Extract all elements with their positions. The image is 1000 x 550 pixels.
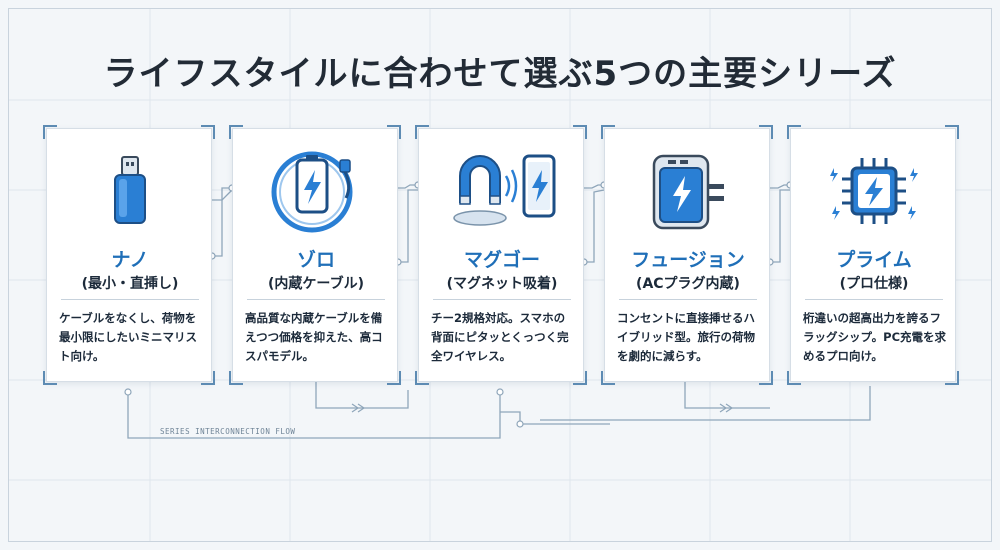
series-description: ケーブルをなくし、荷物を最小限にしたいミニマリスト向け。 [59,311,197,363]
series-name: ナノ [111,249,149,271]
series-description: コンセントに直接挿せるハイブリッド型。旅行の荷物を劇的に減らす。 [617,311,755,363]
outer-frame [8,8,992,542]
series-description: 高品質な内蔵ケーブルを備えつつ価格を抑えた、高コスパモデル。 [245,311,383,363]
series-name: マグゴー [463,249,540,271]
flow-label: SERIES INTERCONNECTION FLOW [160,427,296,436]
usb-stick-icon [114,156,146,224]
series-card-maggo: マグゴー (マグネット吸着) チー2規格対応。スマホの背面にピタッとくっつく完全… [415,125,587,385]
series-description: チー2規格対応。スマホの背面にピタッとくっつく完全ワイヤレス。 [431,311,569,363]
series-name: ゾロ [296,249,335,271]
power-chip-icon [830,158,918,224]
series-subtitle: (内蔵ケーブル) [268,276,364,292]
series-card-fusion: フュージョン (ACプラグ内蔵) コンセントに直接挿せるハイブリッド型。旅行の荷… [601,125,773,385]
series-subtitle: (最小・直挿し) [81,276,179,292]
series-subtitle: (プロ仕様) [839,276,909,292]
ac-plug-battery-icon [652,154,724,230]
series-card-nano: ナノ (最小・直挿し) ケーブルをなくし、荷物を最小限にしたいミニマリスト向け。 [43,125,215,385]
page-title: ライフスタイルに合わせて選ぶ5つの主要シリーズ [103,54,897,94]
series-card-prime: プライム (プロ仕様) 桁違いの超高出力を誇るフラッグシップ。PC充電を求めるプ… [787,125,959,385]
series-description: 桁違いの超高出力を誇るフラッグシップ。PC充電を求めるプロ向け。 [803,311,947,363]
series-name: フュージョン [631,249,745,271]
magnet-phone-icon [453,154,556,226]
series-name: プライム [836,249,912,271]
series-subtitle: (マグネット吸着) [446,276,558,292]
series-card-zoro: ゾロ (内蔵ケーブル) 高品質な内蔵ケーブルを備えつつ価格を抑えた、高コスパモデ… [229,125,401,385]
series-subtitle: (ACプラグ内蔵) [636,276,740,292]
battery-cable-icon [271,151,353,233]
